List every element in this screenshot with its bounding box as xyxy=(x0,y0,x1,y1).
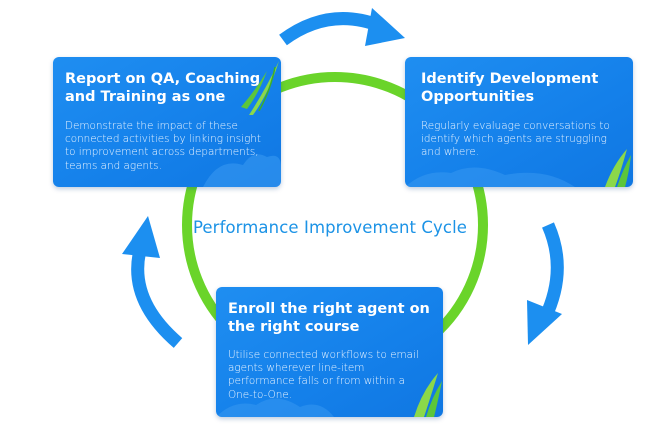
curved-arrow-icon xyxy=(279,8,405,46)
card-body: Demonstrate the impact of these connecte… xyxy=(65,120,261,172)
card-identify-opportunities: Identify Development Opportunities Regul… xyxy=(405,57,633,187)
card-report-qa: Report on QA, Coaching and Training as o… xyxy=(53,57,281,187)
diagram-title: Performance Improvement Cycle xyxy=(192,218,468,237)
card-title: Report on QA, Coaching and Training as o… xyxy=(65,71,261,105)
card-title: Enroll the right agent on the right cour… xyxy=(228,301,430,335)
card-enroll-agent: Enroll the right agent on the right cour… xyxy=(216,287,443,417)
curved-arrow-icon xyxy=(527,222,564,345)
card-title: Identify Development Opportunities xyxy=(421,71,599,105)
card-body: Regularly evaluage conversations to iden… xyxy=(421,120,610,159)
curved-arrow-icon xyxy=(122,216,183,348)
card-body: Utilise connected workflows to email age… xyxy=(228,349,419,401)
